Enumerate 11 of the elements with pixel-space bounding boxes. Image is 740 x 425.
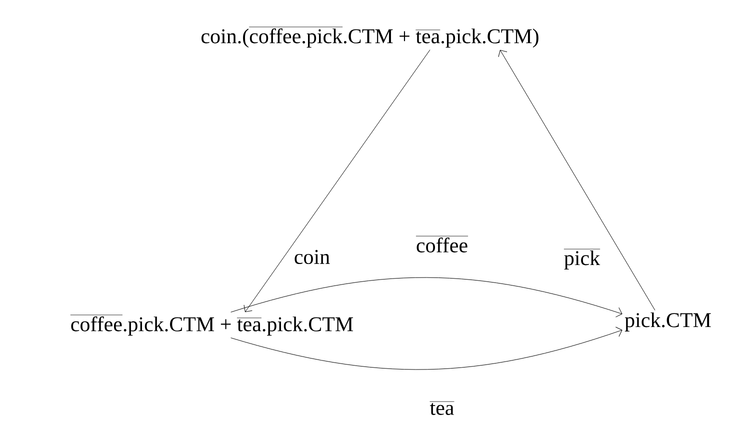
- edge-label: $\textrm{coin}$: [292, 248, 332, 266]
- process-label: $\overline{\textrm{coffee}}\textrm{.pick.CTM + }\overline{\textrm{tea}}\textrm{.pick.CTM}$: [70, 314, 353, 336]
- edge-label: $\overline{\textrm{tea}}$: [428, 400, 456, 416]
- arrow: [230, 277, 622, 318]
- edge-label: $\overline{\textrm{coffee}}$: [414, 234, 470, 254]
- arrow: [230, 326, 622, 370]
- process-label: $\textrm{coin.(}\overline{\textrm{coffee.pick}}\textrm{.CTM + }\overline{\textrm{tea}}\textrm{.pick.CTM)}$: [202, 26, 538, 48]
- edge-label: $\overline{\textrm{pick}}$: [562, 247, 602, 271]
- process-label: $\textrm{pick.CTM}$: [624, 312, 711, 332]
- arrow: [244, 50, 430, 312]
- arrow: [498, 50, 656, 311]
